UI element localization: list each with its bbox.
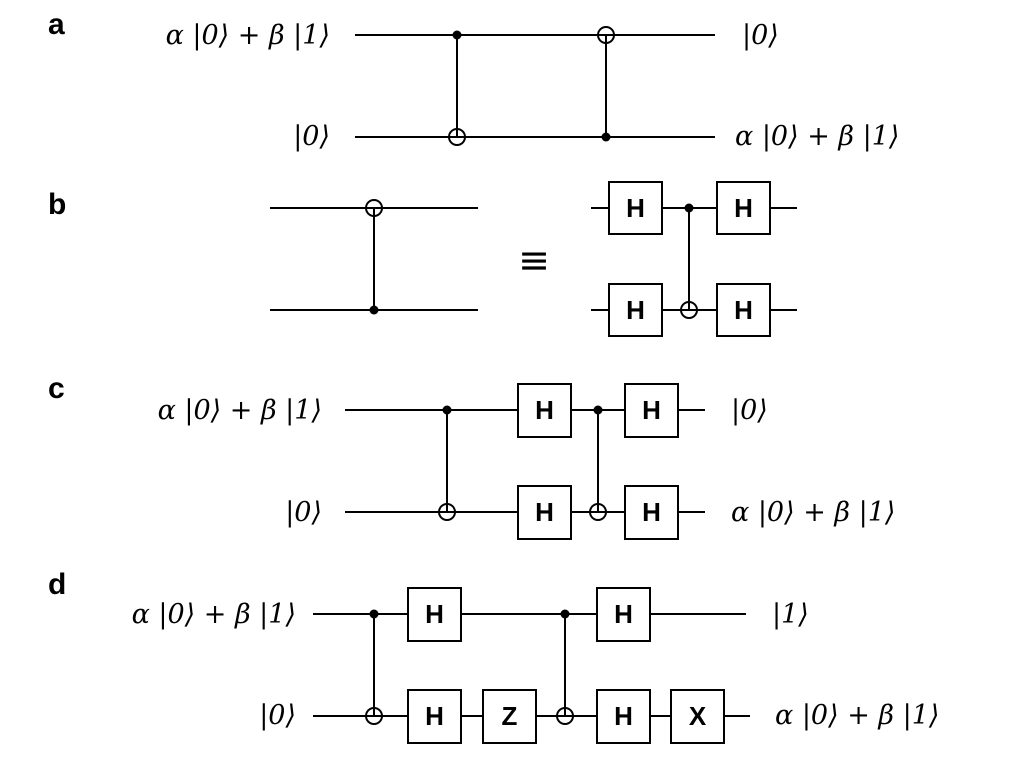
gate-label: H [734,193,753,223]
gate-label: Z [502,701,518,731]
gate-box [716,181,771,235]
output-ket-bottom: α |0⟩ + β |1⟩ [735,121,899,152]
gate-label: H [535,395,554,425]
input-ket-bottom: |0⟩ [285,497,322,528]
cnot-gate [597,26,615,142]
input-ket-top: α |0⟩ + β |1⟩ [132,599,296,630]
input-ket-bottom: |0⟩ [293,121,330,152]
panel-label-a: a [48,8,65,41]
panel-d: d α |0⟩ + β |1⟩ |0⟩ |1⟩ α |0⟩ + β |1⟩ H … [48,568,939,744]
gate-box [608,283,663,337]
gate-box [596,689,651,744]
panel-c: c α |0⟩ + β |1⟩ |0⟩ |0⟩ α |0⟩ + β |1⟩ H … [48,372,895,540]
panel-label-c: c [48,372,65,405]
gate-label: H [734,295,753,325]
cnot-gate [438,405,456,521]
gate-box [624,383,679,438]
gate-label: H [425,599,444,629]
cnot-gate [448,30,466,146]
cnot-gate [365,609,383,725]
control-dot [369,609,379,619]
input-ket-bottom: |0⟩ [259,700,296,731]
panel-label-d: d [48,568,66,601]
hadamard-gate: H [596,587,651,642]
control-dot [452,30,462,40]
control-dot [442,405,452,415]
gate-label: H [425,701,444,731]
hadamard-gate: H [407,587,462,642]
control-dot [684,203,694,213]
gate-box [716,283,771,337]
output-ket-top: |0⟩ [731,395,768,426]
gate-label: H [626,295,645,325]
output-ket-top: |0⟩ [742,20,779,51]
cnot-gate [589,405,607,521]
hadamard-gate: H [517,383,572,438]
gate-box [517,485,572,540]
gate-label: X [689,701,707,731]
gate-label: H [614,701,633,731]
output-ket-bottom: α |0⟩ + β |1⟩ [775,700,939,731]
gate-label: H [626,193,645,223]
panel-label-b: b [48,188,66,221]
hadamard-gate: H [716,283,771,337]
control-dot [593,405,603,415]
control-dot [560,609,570,619]
output-ket-bottom: α |0⟩ + β |1⟩ [731,497,895,528]
gate-box [608,181,663,235]
control-dot [601,132,611,142]
equivalence-symbol: ≡ [518,238,550,282]
gate-label: H [642,395,661,425]
gate-box [670,689,725,744]
hadamard-gate: H [608,181,663,235]
input-ket-top: α |0⟩ + β |1⟩ [166,20,330,51]
hadamard-gate: H [596,689,651,744]
cnot-gate [365,199,383,315]
hadamard-gate: H [716,181,771,235]
gate-box [596,587,651,642]
z-gate: Z [482,689,537,744]
cnot-gate [680,203,698,319]
cnot-gate [556,609,574,725]
gate-box [517,383,572,438]
control-dot [369,305,379,315]
hadamard-gate: H [624,383,679,438]
gate-box [407,689,462,744]
hadamard-gate: H [624,485,679,540]
input-ket-top: α |0⟩ + β |1⟩ [158,395,322,426]
gate-box [407,587,462,642]
gate-box [624,485,679,540]
panel-b: b ≡ H H H [48,181,797,337]
gate-box [482,689,537,744]
gate-label: H [614,599,633,629]
hadamard-gate: H [517,485,572,540]
panel-a: a α |0⟩ + β |1⟩ |0⟩ |0⟩ α |0⟩ + β |1⟩ [48,8,899,152]
x-gate: X [670,689,725,744]
gate-label: H [642,497,661,527]
hadamard-gate: H [608,283,663,337]
gate-label: H [535,497,554,527]
output-ket-top: |1⟩ [772,599,809,630]
hadamard-gate: H [407,689,462,744]
